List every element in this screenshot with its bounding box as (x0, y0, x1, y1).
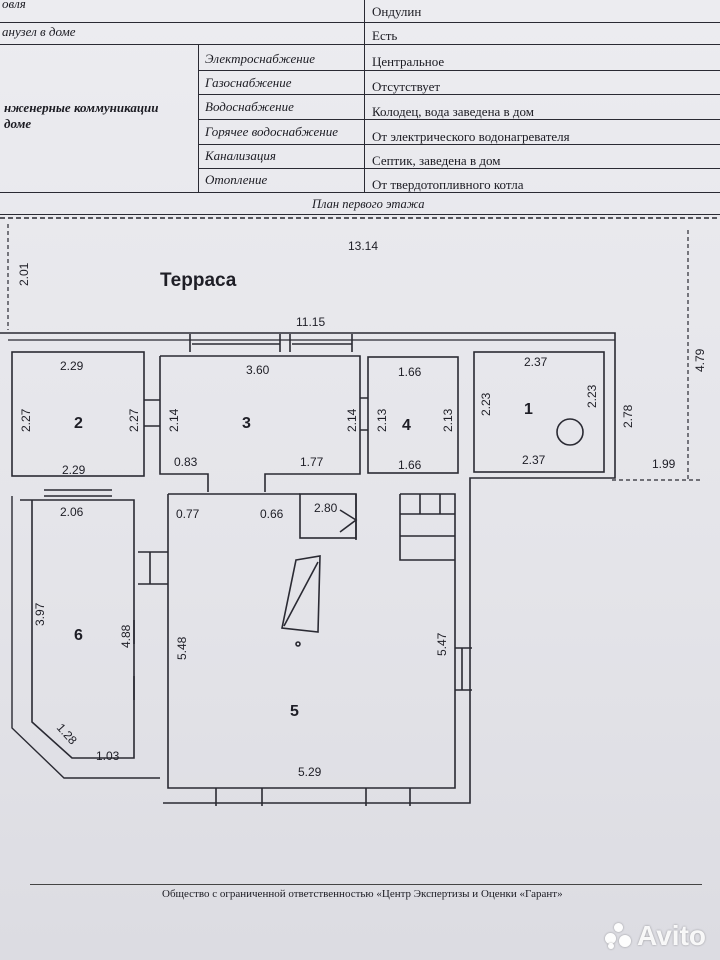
dim-label: 2.23 (585, 384, 599, 408)
avito-logo-icon (605, 923, 632, 949)
row-value: Есть (372, 28, 398, 43)
utility-name: Канализация (205, 148, 276, 163)
utility-value: Отсутствует (372, 79, 441, 94)
dim-label: 13.14 (348, 239, 378, 253)
watermark-text: Avito (637, 920, 706, 951)
terrace-label: Терраса (160, 270, 237, 291)
room-number: 2 (74, 415, 83, 432)
utility-name: Водоснабжение (205, 99, 294, 114)
utility-value: Колодец, вода заведена в дом (372, 104, 535, 119)
dim-label: 2.37 (522, 453, 546, 467)
dim-label: 2.06 (60, 505, 84, 519)
plan-caption: План первого этажа (312, 197, 425, 211)
dim-label: 3.97 (33, 602, 47, 626)
dim-label: 1.77 (300, 455, 324, 469)
dim-label: 2.27 (19, 408, 33, 432)
dim-label: 4.88 (119, 624, 133, 648)
dim-label: 4.79 (693, 348, 707, 372)
dim-label: 2.29 (62, 463, 86, 477)
utility-value: Центральное (372, 54, 445, 69)
utility-name: Газоснабжение (205, 75, 292, 90)
dim-label: 5.48 (175, 636, 189, 660)
dim-label: 0.77 (176, 507, 200, 521)
group-label: доме (4, 116, 32, 131)
dim-label: 0.83 (174, 455, 198, 469)
dim-label: 2.78 (621, 404, 635, 428)
room-number: 4 (402, 417, 411, 434)
dim-label: 3.60 (246, 363, 270, 377)
group-label: нженерные коммуникации (4, 100, 159, 115)
room-number: 5 (290, 703, 299, 720)
dim-label: 2.14 (167, 408, 181, 432)
row-label: анузел в доме (2, 24, 76, 39)
dim-label: 1.28 (54, 721, 80, 748)
utility-name: Электроснабжение (205, 51, 315, 66)
utility-value: От твердотопливного котла (372, 177, 524, 192)
dim-label: 2.80 (314, 501, 338, 515)
dim-label: 2.14 (345, 408, 359, 432)
room-number: 3 (242, 415, 251, 432)
footer-company: Общество с ограниченной ответственностью… (162, 888, 563, 900)
dim-label: 2.27 (127, 408, 141, 432)
dim-label: 5.47 (435, 632, 449, 656)
dim-label: 2.37 (524, 355, 548, 369)
avito-watermark: Avito (605, 920, 706, 952)
dim-label: 1.66 (398, 458, 422, 472)
dim-label: 2.13 (375, 408, 389, 432)
dim-label: 11.15 (296, 315, 325, 329)
dim-label: 2.13 (441, 408, 455, 432)
dim-label: 5.29 (298, 765, 322, 779)
row-label: овля (2, 0, 26, 11)
room-number: 1 (524, 401, 533, 418)
dim-label: 2.29 (60, 359, 84, 373)
dim-label: 2.23 (479, 392, 493, 416)
dim-label: 1.03 (96, 749, 120, 763)
utility-value: Септик, заведена в дом (372, 153, 501, 168)
utility-value: От электрического водонагревателя (372, 129, 570, 144)
dim-label: 0.66 (260, 507, 284, 521)
row-value: Ондулин (372, 4, 422, 19)
utility-name: Горячее водоснабжение (205, 124, 338, 139)
dim-label: 2.01 (17, 262, 31, 286)
dim-label: 1.66 (398, 365, 422, 379)
utility-name: Отопление (205, 172, 268, 187)
dim-label: 1.99 (652, 457, 676, 471)
room-number: 6 (74, 627, 83, 644)
